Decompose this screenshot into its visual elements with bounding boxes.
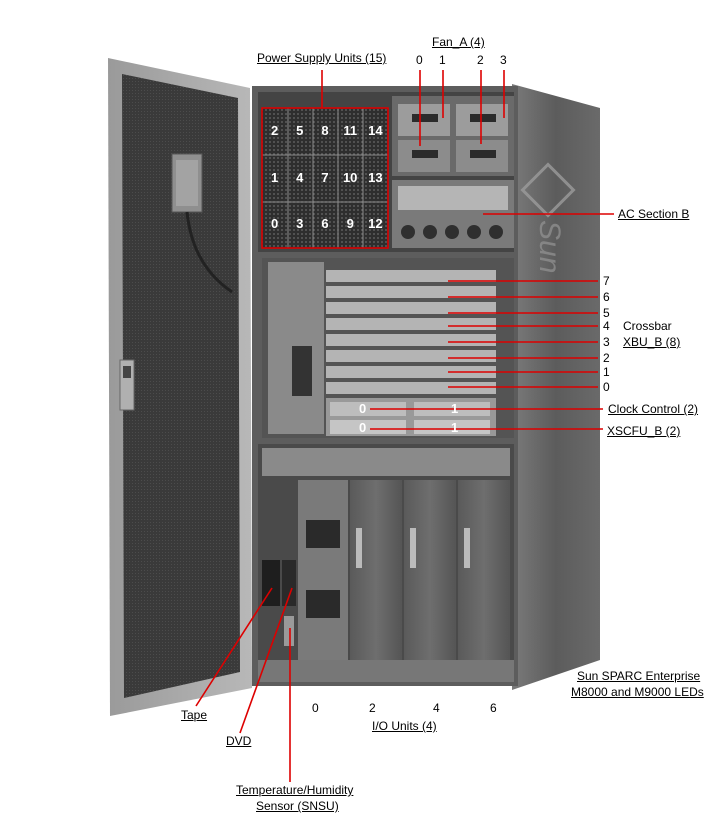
io-number-6: 6 <box>490 701 497 715</box>
psu-number: 6 <box>321 216 329 232</box>
sun-logo-icon: Sun <box>520 162 576 273</box>
ac-section-b-label: AC Section B <box>618 207 690 221</box>
crossbar-number-7: 7 <box>603 274 610 288</box>
xscfu-number-0: 0 <box>359 420 367 435</box>
xbu-b-label: XBU_B (8) <box>623 335 681 349</box>
psu-number: 3 <box>296 216 304 232</box>
psu-number: 10 <box>342 169 358 185</box>
fan-a-label: Fan_A (4) <box>432 35 485 49</box>
leds-label-line1: Sun SPARC Enterprise <box>577 669 701 683</box>
tape-label: Tape <box>181 708 208 722</box>
psu-number: 11 <box>343 123 358 138</box>
psu-label: Power Supply Units (15) <box>257 51 387 65</box>
psu-number-grid: 2 5 8 11 14 1 4 7 10 13 0 3 6 9 12 <box>262 108 388 248</box>
tape-drive <box>262 560 280 606</box>
snsu-label-line1: Temperature/Humidity <box>236 783 354 797</box>
snsu-label-line2: Sensor (SNSU) <box>256 799 339 813</box>
psu-number: 9 <box>346 216 354 232</box>
clock-control-label: Clock Control (2) <box>608 402 699 416</box>
io-number-4: 4 <box>433 701 440 715</box>
psu-number: 1 <box>270 169 279 185</box>
fan-number-2: 2 <box>477 53 484 67</box>
crossbar-number-3: 3 <box>603 335 610 349</box>
io-unit-6 <box>458 480 510 660</box>
psu-number: 0 <box>270 216 279 232</box>
leds-label-line2: M8000 and M9000 LEDs <box>571 685 704 699</box>
psu-number: 13 <box>368 169 383 185</box>
clock-number-1: 1 <box>451 401 459 416</box>
tape-leader <box>195 587 273 707</box>
fan-number-3: 3 <box>500 53 507 67</box>
snsu-sensor <box>284 616 294 646</box>
io-number-2: 2 <box>369 701 376 715</box>
fan-number-1: 1 <box>439 53 446 67</box>
xscfu-b-label: XSCFU_B (2) <box>607 424 681 438</box>
crossbar-number-5: 5 <box>603 306 610 320</box>
psu-number: 7 <box>321 169 329 185</box>
io-unit-2 <box>350 480 402 660</box>
psu-number: 8 <box>321 123 329 138</box>
psu-number: 14 <box>368 123 383 138</box>
crossbar-number-0: 0 <box>603 380 610 394</box>
io-unit-0 <box>298 480 348 660</box>
crossbar-number-6: 6 <box>603 290 610 304</box>
crossbar-number-2: 2 <box>603 351 610 365</box>
io-unit-4 <box>404 480 456 660</box>
io-units-label: I/O Units (4) <box>372 719 437 733</box>
svg-text:Sun: Sun <box>533 220 566 273</box>
crossbar-boards <box>326 270 496 394</box>
psu-callout-box <box>261 107 389 249</box>
crossbar-label: Crossbar <box>623 319 672 333</box>
door-mesh-panel <box>122 74 240 698</box>
psu-number: 2 <box>270 123 279 138</box>
psu-bay <box>262 108 388 248</box>
xscfu-number-1: 1 <box>451 420 459 435</box>
dvd-label: DVD <box>226 734 252 748</box>
psu-number: 5 <box>296 123 304 138</box>
crossbar-number-1: 1 <box>603 365 610 379</box>
fan-number-0: 0 <box>416 53 423 67</box>
dvd-leader <box>239 587 293 734</box>
psu-number: 4 <box>296 169 304 185</box>
dvd-drive <box>282 560 296 606</box>
io-number-0: 0 <box>312 701 319 715</box>
clock-number-0: 0 <box>359 401 367 416</box>
crossbar-number-4: 4 <box>603 319 610 333</box>
psu-number: 12 <box>368 216 383 232</box>
